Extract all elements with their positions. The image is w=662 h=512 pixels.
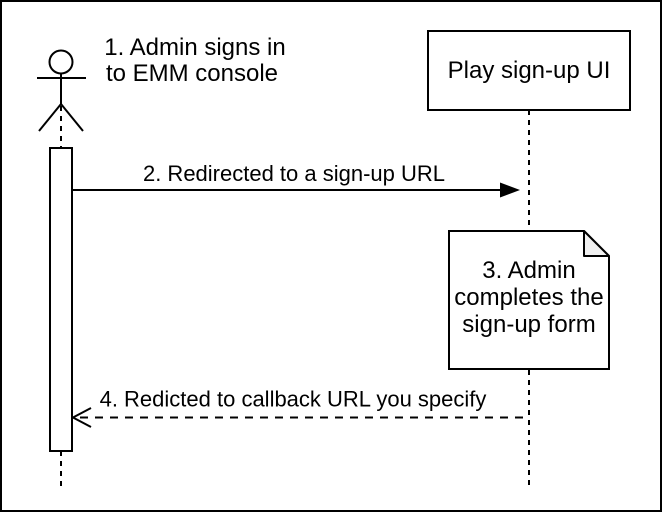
actor-step-label: 1. Admin signs in to EMM console — [104, 34, 285, 87]
message-callback-label: 4. Redicted to callback URL you specify — [100, 387, 487, 412]
participant-box: Play sign-up UI — [427, 30, 631, 111]
message-callback: 4. Redicted to callback URL you specify — [70, 387, 529, 428]
message-request: 2. Redirected to a sign-up URL — [72, 161, 520, 198]
message-callback-arrowhead-icon — [70, 407, 92, 428]
actor-right-leg — [60, 103, 84, 132]
actor-figure — [37, 49, 86, 132]
participant-label: Play sign-up UI — [448, 57, 611, 84]
actor-step-label-line1: 1. Admin signs in — [104, 34, 285, 61]
note-shape — [448, 230, 610, 370]
note-fold-icon — [583, 230, 610, 257]
actor-left-leg — [38, 103, 62, 132]
actor-head — [48, 49, 74, 75]
message-request-label: 2. Redirected to a sign-up URL — [143, 161, 445, 186]
message-request-arrowhead-icon — [500, 182, 520, 198]
actor-activation-bar — [49, 147, 73, 452]
participant-rect — [427, 30, 631, 111]
actor-step-label-line2: to EMM console — [106, 60, 278, 87]
note-label-line2: completes the — [454, 284, 603, 311]
note-label-line1: 3. Admin — [482, 257, 575, 284]
note-box: 3. Admin completes the sign-up form — [448, 230, 610, 370]
note-label-line3: sign-up form — [462, 311, 595, 338]
